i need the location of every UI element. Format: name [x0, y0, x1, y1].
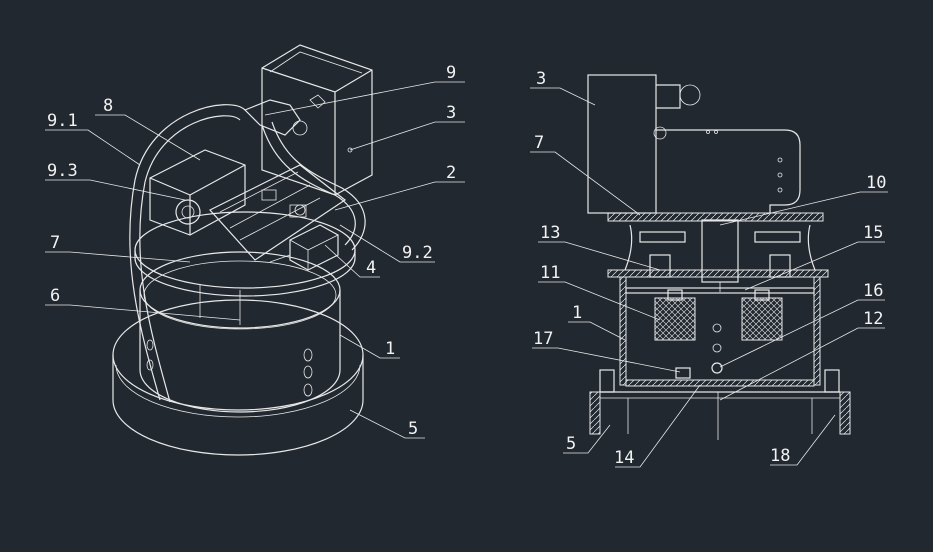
- plate-part-7: [134, 211, 356, 325]
- label-3: 3: [446, 103, 456, 123]
- label-5: 5: [408, 419, 418, 439]
- base-part-5-section: [589, 369, 851, 440]
- block-part-4: [269, 224, 339, 271]
- label-r-18: 18: [770, 446, 790, 466]
- magnet-part-11: [654, 289, 783, 341]
- motor-part-3: [261, 44, 373, 196]
- label-r-12: 12: [863, 309, 883, 329]
- label-r-13: 13: [540, 223, 560, 243]
- label-r-3: 3: [536, 69, 546, 89]
- hose-part-9: [129, 94, 366, 403]
- label-r-14: 14: [614, 448, 634, 468]
- label-r-17: 17: [533, 329, 553, 349]
- label-6: 6: [50, 286, 60, 306]
- plate-part-7-section: [607, 212, 824, 222]
- label-r-7: 7: [534, 133, 544, 153]
- label-r-1: 1: [572, 303, 582, 323]
- label-r-11: 11: [540, 263, 560, 283]
- cylinder-part-1: [139, 251, 341, 413]
- label-4: 4: [366, 258, 376, 278]
- label-8: 8: [103, 96, 113, 116]
- left-labels: 9.1 8 9.3 7 6 9 3 2 9.2 4 1 5: [47, 63, 456, 439]
- upper-housing: [607, 219, 829, 292]
- label-r-15: 15: [863, 223, 883, 243]
- label-7: 7: [50, 233, 60, 253]
- label-9-3: 9.3: [47, 161, 78, 181]
- label-9-2: 9.2: [402, 243, 433, 263]
- cylinder-part-1-section: [619, 276, 821, 387]
- label-r-16: 16: [863, 281, 883, 301]
- label-9-1: 9.1: [47, 111, 78, 131]
- isometric-view: [112, 44, 373, 456]
- pcb-part-2: [209, 164, 347, 261]
- section-view: [587, 74, 851, 440]
- motor-part-3-section: [587, 74, 801, 214]
- label-r-5: 5: [566, 434, 576, 454]
- right-leader-lines: [530, 87, 888, 468]
- label-r-10: 10: [866, 173, 886, 193]
- label-2: 2: [446, 163, 456, 183]
- label-9: 9: [446, 63, 456, 83]
- base-part-5: [112, 299, 364, 456]
- label-1: 1: [385, 339, 395, 359]
- module-part-8: [149, 149, 246, 236]
- left-leader-lines: [45, 81, 465, 439]
- right-labels: 3 7 10 13 15 11 16 1 12 17 5 14 18: [533, 69, 886, 468]
